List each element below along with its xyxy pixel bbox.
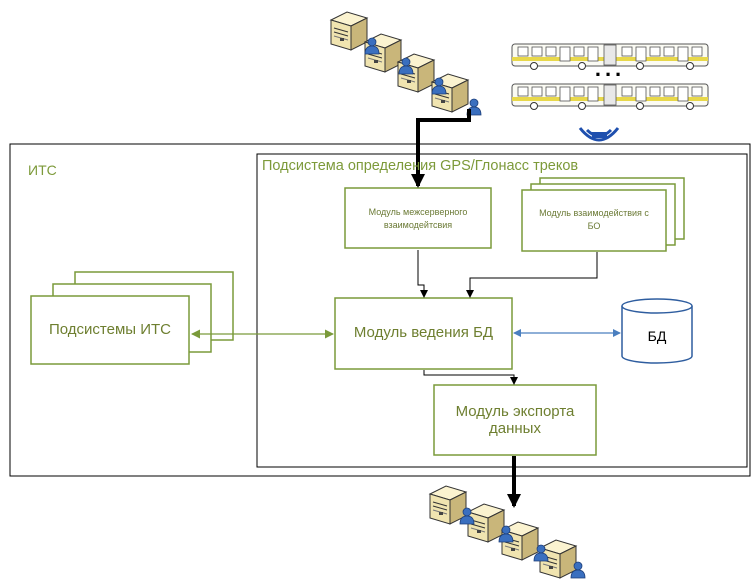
server-icon xyxy=(330,11,368,51)
db-to-export-arrow xyxy=(423,370,518,385)
subsystem-title: Подсистема определения GPS/Глонасс треко… xyxy=(262,158,579,174)
its-container xyxy=(9,143,751,477)
servers-to-interserver-arrow xyxy=(411,109,471,188)
top-server-group xyxy=(330,11,482,116)
db-module-label: Модуль ведения БД xyxy=(353,324,494,342)
bus-icon xyxy=(511,83,709,110)
bottom-server-group xyxy=(429,485,586,579)
export-module-box xyxy=(433,384,597,456)
gps-subsystem-container xyxy=(256,153,748,468)
its-subsystems-box xyxy=(30,295,190,365)
its-title: ИТС xyxy=(28,162,57,178)
db-module-box xyxy=(334,297,513,370)
bo-to-db-arrow xyxy=(466,252,598,298)
its-subsystems-label: Подсистемы ИТС xyxy=(48,321,171,339)
export-module-label: Модуль экспорта данных xyxy=(455,402,575,437)
database-label: БД xyxy=(647,328,667,344)
interserver-module-label: Модуль межсерверного взаимодейтсвия xyxy=(368,206,468,230)
server-icon xyxy=(429,485,467,525)
bo-module-label: Модуль взаимодействия с БО xyxy=(539,207,649,231)
bus-ellipsis: ... xyxy=(594,56,626,81)
wireless-signal-icon xyxy=(578,127,620,142)
bo-module-box xyxy=(521,189,667,252)
database-icon xyxy=(621,298,693,364)
interserver-to-db-arrow xyxy=(417,250,428,298)
interserver-module-box xyxy=(344,187,492,249)
